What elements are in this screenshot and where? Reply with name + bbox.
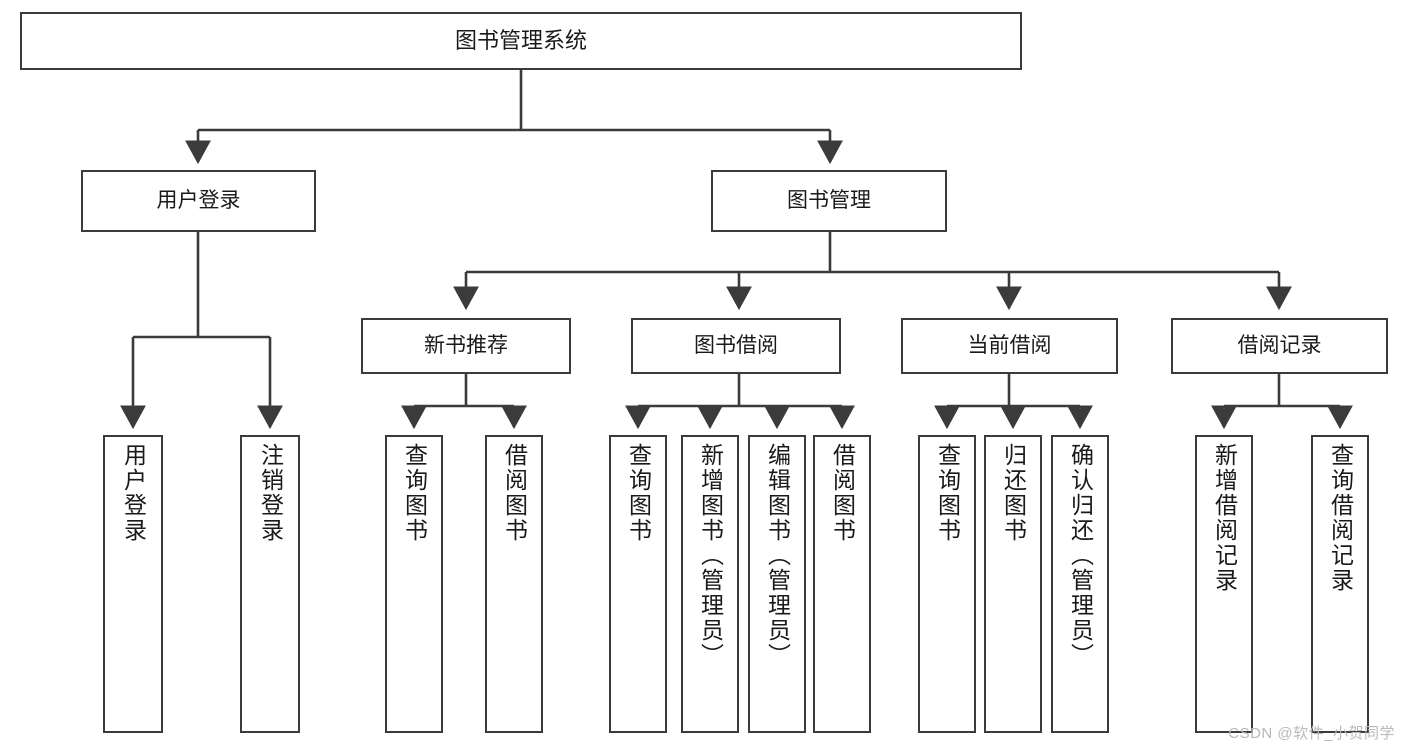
node-book-borrowing[interactable]: 图书借阅 — [631, 318, 841, 374]
node-label: 查询图书 — [934, 443, 961, 543]
leaf-current-return-book[interactable]: 归还图书 — [984, 435, 1042, 733]
node-label: 图书管理系统 — [454, 28, 587, 54]
node-user-login[interactable]: 用户登录 — [81, 170, 316, 232]
leaf-current-confirm-return-admin[interactable]: 确认归还（管理员） — [1051, 435, 1109, 733]
node-label: 查询图书 — [401, 443, 428, 543]
node-label: 归还图书 — [1000, 443, 1027, 543]
node-label: 图书借阅 — [694, 333, 778, 357]
node-book-management[interactable]: 图书管理 — [711, 170, 947, 232]
leaf-user-logout[interactable]: 注销登录 — [240, 435, 300, 733]
node-label: 借阅图书 — [501, 443, 528, 543]
leaf-borrow-add-book-admin[interactable]: 新增图书（管理员） — [681, 435, 739, 733]
node-borrowing-record[interactable]: 借阅记录 — [1171, 318, 1388, 374]
leaf-new-book-query-book[interactable]: 查询图书 — [385, 435, 443, 733]
node-root-book-management-system[interactable]: 图书管理系统 — [20, 12, 1022, 70]
node-label: 查询借阅记录 — [1327, 443, 1354, 593]
leaf-user-login[interactable]: 用户登录 — [103, 435, 163, 733]
leaf-new-book-borrow-book[interactable]: 借阅图书 — [485, 435, 543, 733]
node-label: 当前借阅 — [967, 333, 1052, 357]
node-new-book-recommendation[interactable]: 新书推荐 — [361, 318, 571, 374]
node-label: 借阅记录 — [1237, 333, 1322, 357]
node-current-borrowing[interactable]: 当前借阅 — [901, 318, 1118, 374]
node-label: 图书管理 — [787, 188, 871, 212]
node-label: 新增借阅记录 — [1211, 443, 1238, 593]
node-label: 新增图书（管理员） — [697, 443, 724, 668]
node-label: 确认归还（管理员） — [1067, 443, 1094, 668]
node-label: 新书推荐 — [424, 333, 508, 357]
node-label: 编辑图书（管理员） — [764, 443, 791, 668]
node-label: 注销登录 — [257, 443, 284, 543]
leaf-current-query-book[interactable]: 查询图书 — [918, 435, 976, 733]
node-label: 用户登录 — [120, 443, 147, 543]
leaf-record-query-record[interactable]: 查询借阅记录 — [1311, 435, 1369, 733]
leaf-record-add-record[interactable]: 新增借阅记录 — [1195, 435, 1253, 733]
node-label: 用户登录 — [156, 188, 241, 212]
node-label: 查询图书 — [625, 443, 652, 543]
csdn-watermark: CSDN @软件_小贺同学 — [1228, 725, 1395, 742]
leaf-borrow-borrow-book[interactable]: 借阅图书 — [813, 435, 871, 733]
leaf-borrow-edit-book-admin[interactable]: 编辑图书（管理员） — [748, 435, 806, 733]
node-label: 借阅图书 — [829, 443, 856, 543]
leaf-borrow-query-book[interactable]: 查询图书 — [609, 435, 667, 733]
